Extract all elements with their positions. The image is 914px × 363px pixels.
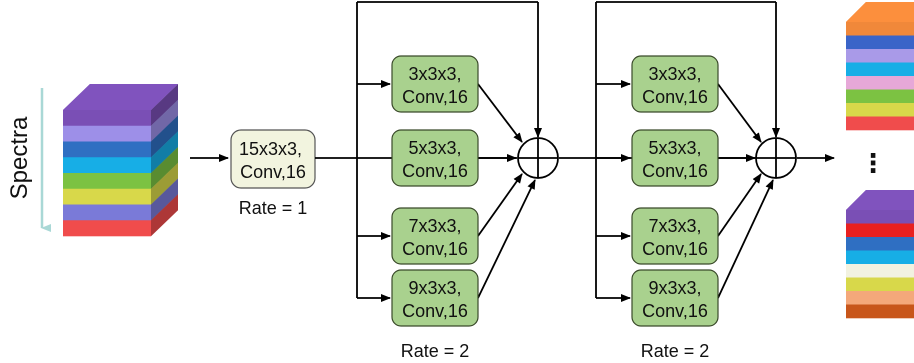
conv-label: 3x3x3, — [408, 64, 461, 84]
cube-layer-side — [151, 84, 178, 127]
cube-layer-front — [846, 35, 914, 50]
svg-text:3x3x3,Conv,16: 3x3x3, Conv,16 — [642, 64, 708, 107]
cube-layer-front — [846, 291, 914, 305]
rate-label-block-2: Rate = 2 — [641, 341, 710, 361]
conv-box-b2-9: 9x3x3, Conv,16 — [631, 269, 719, 327]
cube-layer-front — [846, 237, 914, 251]
output-feature-cube-top — [846, 2, 914, 131]
cube-layer-front — [846, 277, 914, 292]
cube-layer-front — [846, 264, 914, 278]
cube-layer-front — [63, 110, 151, 127]
cube-layer-front — [63, 157, 151, 174]
sum-node-2 — [755, 137, 797, 179]
initial-conv-line-2: Conv,16 — [240, 162, 306, 182]
conv-box-b1-9: 9x3x3, Conv,16 — [391, 269, 479, 327]
cube-layer-front — [846, 116, 914, 131]
cube-top-shade — [63, 84, 178, 110]
svg-text:3x3x3,Conv,16: 3x3x3, Conv,16 — [402, 64, 468, 107]
svg-text:9x3x3,Conv,16: 9x3x3, Conv,16 — [642, 278, 708, 321]
conv-box-b1-3: 3x3x3, Conv,16 — [391, 55, 479, 113]
cube-layer-front — [63, 141, 151, 158]
conv-box-b2-7: 7x3x3, Conv,16 — [631, 207, 719, 265]
input-hyperspectral-cube — [63, 84, 178, 237]
conv-label: Conv,16 — [642, 87, 708, 107]
cube-layer-front — [63, 204, 151, 221]
conv-label: Conv,16 — [642, 161, 708, 181]
conv-label: 5x3x3, — [648, 138, 701, 158]
svg-text:5x3x3,Conv,16: 5x3x3, Conv,16 — [402, 138, 468, 181]
conv-label: 9x3x3, — [408, 278, 461, 298]
cube-layer-side — [151, 99, 178, 142]
conv-label: 7x3x3, — [648, 216, 701, 236]
svg-text:7x3x3,Conv,16: 7x3x3, Conv,16 — [642, 216, 708, 259]
cube-layer-front — [63, 173, 151, 190]
block-2-convs: 3x3x3, Conv,16 5x3x3, Conv,16 7x3x3, Conv,1… — [631, 55, 719, 361]
cube-layer-side — [151, 147, 178, 190]
conv-label: 7x3x3, — [408, 216, 461, 236]
svg-text:7x3x3,Conv,16: 7x3x3, Conv,16 — [402, 216, 468, 259]
cube-layer-front — [846, 89, 914, 104]
block-1-convs: 3x3x3, Conv,16 5x3x3, Conv,16 7x3x3, Conv,1… — [391, 55, 479, 361]
output-feature-cube-bottom — [846, 190, 914, 319]
rate-label-block-1: Rate = 2 — [401, 341, 470, 361]
cube-layer-front — [846, 250, 914, 265]
conv-label: 9x3x3, — [648, 278, 701, 298]
sum-node-1 — [517, 137, 559, 179]
conv-label: Conv,16 — [402, 87, 468, 107]
initial-conv-line-1: 15x3x3, — [239, 139, 302, 159]
cube-layer-front — [63, 188, 151, 205]
conv-box-b2-5: 5x3x3, Conv,16 — [631, 129, 719, 187]
conv-box-b2-3: 3x3x3, Conv,16 — [631, 55, 719, 113]
initial-conv-box — [230, 129, 316, 189]
block-2-wiring — [595, 1, 835, 302]
cube-layer-front — [846, 304, 914, 319]
cube-layer-front — [846, 103, 914, 117]
spectra-axis: Spectra — [6, 88, 51, 232]
cube-top-shade — [846, 190, 914, 210]
cube-layer-front — [846, 210, 914, 224]
cube-layer-front — [63, 220, 151, 237]
conv-label: 3x3x3, — [648, 64, 701, 84]
ellipsis: ⋮ — [860, 149, 886, 179]
cube-top-shade — [846, 2, 914, 22]
cube-layer-side — [151, 194, 178, 237]
cube-layer-side — [151, 131, 178, 174]
conv-label: Conv,16 — [402, 239, 468, 259]
conv-label: Conv,16 — [642, 301, 708, 321]
conv-label: Conv,16 — [402, 301, 468, 321]
cube-layer-front — [63, 125, 151, 142]
cube-layer-side — [151, 162, 178, 205]
cube-layer-side — [151, 178, 178, 221]
rate-label-initial: Rate = 1 — [239, 198, 308, 218]
svg-text:15x3x3, Conv,16: 15x3x3, Conv,16 — [239, 139, 307, 182]
cube-layer-front — [846, 22, 914, 36]
conv-label: Conv,16 — [642, 239, 708, 259]
svg-text:9x3x3,Conv,16: 9x3x3, Conv,16 — [402, 278, 468, 321]
svg-text:5x3x3,Conv,16: 5x3x3, Conv,16 — [642, 138, 708, 181]
cube-layer-front — [846, 49, 914, 63]
cube-layer-front — [846, 62, 914, 77]
initial-conv-block: 15x3x3, Conv,16 Rate = 1 — [230, 129, 316, 218]
cube-layer-front — [846, 76, 914, 90]
cube-layer-front — [846, 223, 914, 238]
conv-box-b1-7: 7x3x3, Conv,16 — [391, 207, 479, 265]
spectra-label: Spectra — [6, 116, 33, 199]
conv-label: 5x3x3, — [408, 138, 461, 158]
conv-label: Conv,16 — [402, 161, 468, 181]
cube-layer-side — [151, 115, 178, 158]
conv-box-b1-5: 5x3x3, Conv,16 — [391, 129, 479, 187]
